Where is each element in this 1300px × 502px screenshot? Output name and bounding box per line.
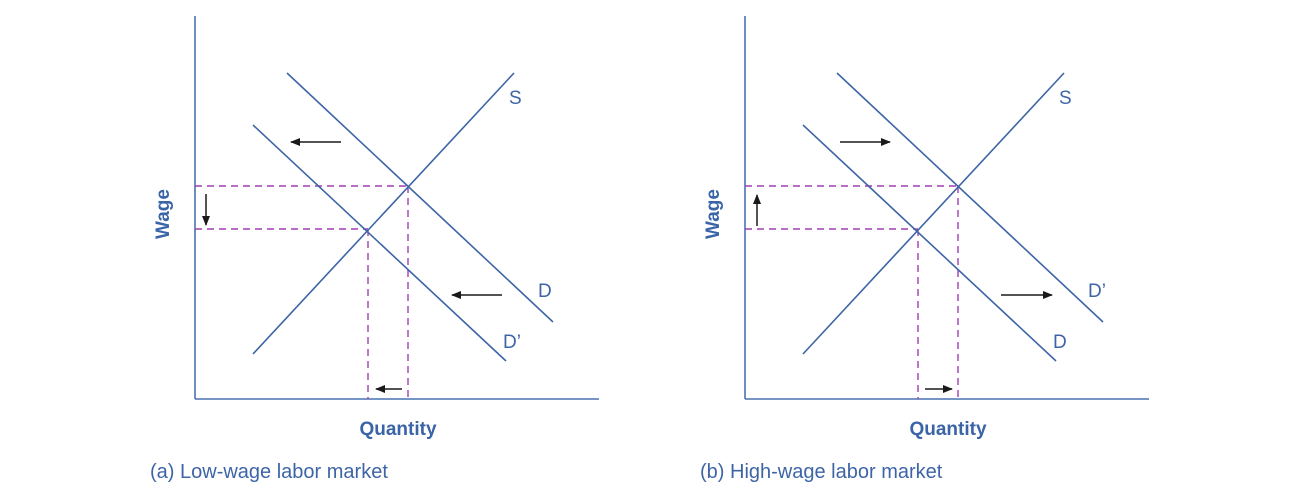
upper-demand-label: D’ (1088, 281, 1106, 302)
x-axis-title: Quantity (909, 419, 986, 440)
lower-demand-label: D (1053, 332, 1067, 353)
supply-curve (252, 72, 515, 355)
y-axis-title: Wage (703, 189, 724, 239)
panel-caption: (a) Low-wage labor market (150, 461, 388, 483)
y-axis-title: Wage (153, 189, 174, 239)
supply-curve (802, 72, 1065, 355)
demand-curve-upper (286, 72, 554, 323)
demand-curve-upper (836, 72, 1104, 323)
demand-curve-lower (802, 124, 1057, 362)
panel-b-high-wage: S D’ D Quantity Wage (b) High-wage labor… (700, 16, 1149, 483)
upper-demand-label: D (538, 281, 552, 302)
x-axis-title: Quantity (359, 419, 436, 440)
panel-a-low-wage: S D D’ Quantity Wage (a) Low-wage labor … (150, 16, 599, 483)
supply-label: S (1059, 88, 1072, 109)
supply-label: S (509, 88, 522, 109)
lower-demand-label: D’ (503, 332, 521, 353)
panel-caption: (b) High-wage labor market (700, 461, 943, 483)
demand-curve-lower (252, 124, 507, 362)
